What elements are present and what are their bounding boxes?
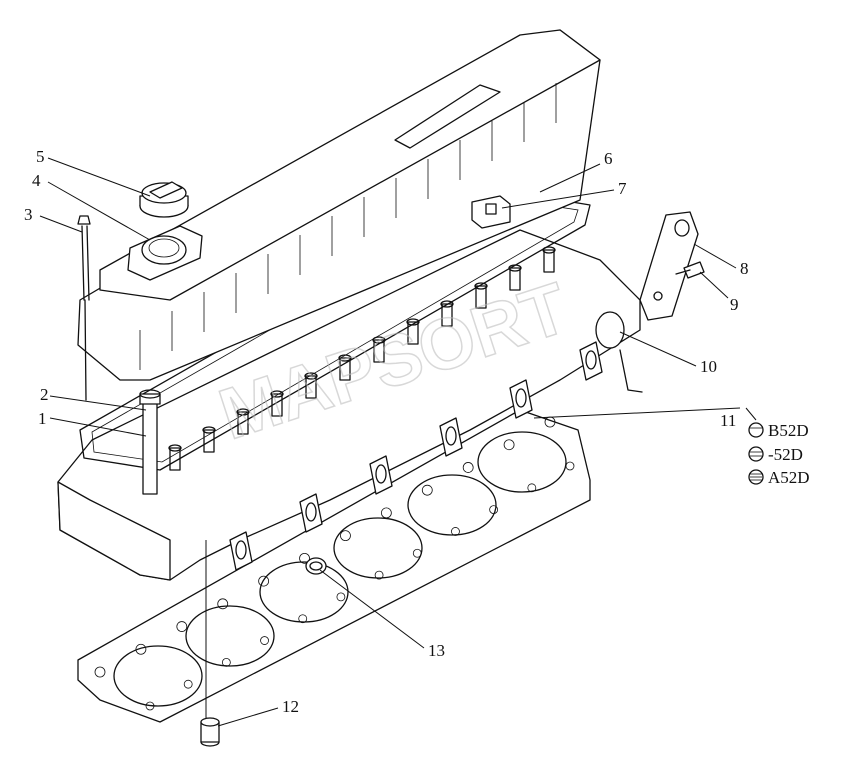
callout-numbers: 5 4 3 2 1 6 7 8 9 10 11 12 13 — [24, 147, 749, 716]
valve-spring — [237, 411, 249, 435]
leader-lines — [39, 157, 757, 727]
bracket-bolt — [675, 261, 705, 279]
callout-label: 1 — [38, 409, 47, 428]
gasket-hole — [421, 484, 433, 496]
callout-label: 6 — [604, 149, 613, 168]
callout-label: 2 — [40, 385, 49, 404]
port-flange — [439, 417, 463, 457]
port-opening — [585, 350, 597, 370]
gasket-hole — [183, 679, 193, 689]
gasket-hole — [503, 439, 515, 451]
valve-spring — [475, 285, 487, 309]
callout-label: 13 — [428, 641, 445, 660]
gasket-hole — [340, 530, 351, 542]
port-flange — [299, 493, 323, 533]
valve-cover — [77, 29, 601, 381]
variant-marker: A52D — [748, 468, 810, 487]
variant-marker: -52D — [748, 445, 803, 464]
oil-filler-cap — [139, 181, 189, 218]
gasket-hole — [565, 461, 575, 471]
port-flange — [369, 455, 393, 495]
valve-spring — [305, 375, 317, 399]
outlet-housing — [595, 311, 643, 393]
callout-label: 10 — [700, 357, 717, 376]
gasket-hole — [299, 552, 310, 564]
valve-spring — [407, 321, 419, 345]
gasket-hole — [217, 598, 229, 610]
valve-spring — [203, 429, 215, 453]
gasket-hole — [412, 548, 422, 558]
variant-marker: B52D — [748, 421, 809, 440]
gasket-hole — [298, 614, 308, 624]
callout-label: 7 — [618, 179, 627, 198]
gasket-hole — [260, 636, 269, 645]
variant-code: -52D — [768, 445, 803, 464]
gasket-hole — [94, 666, 106, 678]
port-opening — [235, 540, 247, 560]
valve-cap — [168, 444, 182, 452]
gasket-hole — [451, 527, 460, 536]
variant-code: A52D — [768, 468, 810, 487]
callout-label: 12 — [282, 697, 299, 716]
valve-cap — [202, 426, 216, 434]
valve-cap — [304, 372, 318, 380]
gasket-hole — [336, 592, 346, 602]
variant-code: B52D — [768, 421, 809, 440]
valve-cap — [440, 300, 454, 308]
valve-cap — [270, 390, 284, 398]
gasket-hole — [221, 657, 231, 667]
valve-spring — [543, 249, 555, 273]
gasket-hole — [176, 621, 188, 632]
valve-cap — [542, 246, 556, 254]
valve-spring — [373, 339, 385, 363]
cylinder-head — [57, 229, 641, 581]
port-opening — [305, 502, 317, 522]
variant-legend: B52D -52D A52D — [748, 421, 810, 487]
dipstick-tube — [77, 215, 91, 401]
valve-spring — [509, 267, 521, 291]
callout-label: 4 — [32, 171, 41, 190]
gasket-hole — [258, 575, 270, 587]
port-flange — [229, 531, 253, 571]
port-flange — [509, 379, 533, 419]
port-flange — [579, 341, 603, 381]
lifting-bracket — [639, 211, 699, 321]
callout-label: 8 — [740, 259, 749, 278]
gasket-hole — [489, 505, 499, 515]
port-opening — [515, 388, 527, 408]
callout-label: 5 — [36, 147, 45, 166]
valve-cap — [474, 282, 488, 290]
callout-label: 9 — [730, 295, 739, 314]
seal-ring — [305, 557, 327, 575]
callout-label: 11 — [720, 411, 736, 430]
gasket-hole — [527, 483, 537, 493]
gasket-hole — [374, 570, 384, 580]
head-bolt — [139, 389, 161, 495]
valve-cap — [406, 318, 420, 326]
gasket-hole — [135, 643, 147, 655]
dowel-pin — [200, 540, 220, 747]
gasket-hole — [462, 462, 474, 473]
sensor — [471, 195, 511, 229]
gasket-hole — [145, 701, 155, 711]
port-opening — [375, 464, 387, 484]
gasket-hole — [380, 507, 392, 519]
port-opening — [445, 426, 457, 446]
callout-label: 3 — [24, 205, 33, 224]
valve-spring — [339, 357, 351, 381]
